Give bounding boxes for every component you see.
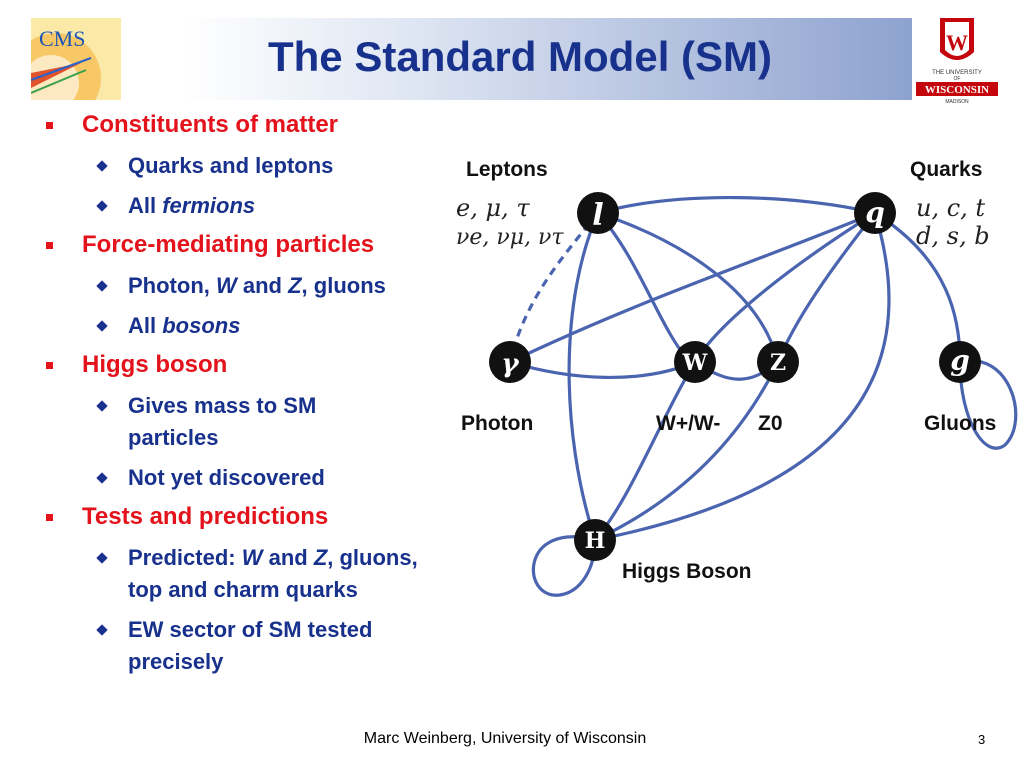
line-q-h <box>594 212 891 542</box>
line-l-w <box>596 211 692 364</box>
svg-text:g: g <box>950 344 970 377</box>
subbullet-quarks-leptons: Quarks and leptons <box>40 150 460 182</box>
bullet-marker <box>46 362 53 369</box>
svg-text:q: q <box>865 196 885 229</box>
svg-text:H: H <box>585 528 606 554</box>
bullet-higgs-boson: Higgs boson <box>40 350 460 380</box>
line-l-h <box>567 212 600 541</box>
subbullet-predicted: Predicted: W and Z, gluons, top and char… <box>40 542 428 606</box>
cms-logo: CMS <box>31 18 121 100</box>
uw-crest-letter: W <box>946 30 968 55</box>
z-boson-label: Z0 <box>758 412 783 435</box>
diamond-marker <box>96 400 108 412</box>
uw-logo-line3: WISCONSIN <box>925 84 989 96</box>
subbullet-italic: W <box>215 273 237 298</box>
svg-text:l: l <box>592 198 603 233</box>
line-z-h <box>594 361 780 542</box>
bullet-text: Tests and predictions <box>82 503 329 530</box>
quark-symbols-row1: u, c, t <box>916 194 985 222</box>
lepton-symbols-row2: νe, νμ, ντ <box>456 225 564 250</box>
page-title: The Standard Model (SM) <box>268 33 772 80</box>
subbullet-text: and <box>262 545 314 570</box>
uw-logo: W THE UNIVERSITY OF WISCONSIN MADISON <box>916 18 998 105</box>
uw-logo-line1: THE UNIVERSITY <box>932 70 982 76</box>
bullet-text: Force-mediating particles <box>82 231 375 258</box>
node-higgs: H <box>574 519 616 561</box>
subbullet-text: All <box>128 193 163 218</box>
subbullet-text: , gluons, top and charm quarks <box>128 545 418 602</box>
line-l-gamma-dashed <box>508 211 600 363</box>
line-q-z <box>776 212 877 363</box>
bullet-text: Constituents of matter <box>82 111 339 138</box>
node-gluon: g <box>939 341 981 383</box>
subbullet-text: EW sector of SM tested precisely <box>128 617 373 674</box>
subbullet-text: Gives mass to SM particles <box>128 393 317 450</box>
subbullet-italic: W <box>241 545 263 570</box>
uw-logo-line2: OF <box>954 76 961 82</box>
subbullet-gives-mass: Gives mass to SM particles <box>40 390 378 454</box>
subbullet-text: All <box>128 313 163 338</box>
line-gamma-w <box>509 360 696 379</box>
subbullet-text: Not yet discovered <box>128 465 325 490</box>
particle-interaction-diagram: Leptons Quarks e, μ, τ νe, νμ, ντ u, c, … <box>456 158 1018 597</box>
line-g-self-loop <box>958 359 1018 450</box>
cms-logo-text: CMS <box>39 26 85 51</box>
subbullet-not-discovered: Not yet discovered <box>40 462 460 494</box>
subbullet-text: Photon, <box>128 273 216 298</box>
node-quark: q <box>854 192 896 234</box>
diamond-marker <box>96 320 108 332</box>
subbullet-text: , gluons <box>301 273 386 298</box>
diamond-marker <box>96 160 108 172</box>
subbullet-ew-sector: EW sector of SM tested precisely <box>40 614 448 678</box>
page-number: 3 <box>978 732 986 747</box>
line-l-q <box>597 195 876 215</box>
node-z-boson: Z <box>757 341 799 383</box>
bullet-marker <box>46 122 53 129</box>
footer-author: Marc Weinberg, University of Wisconsin <box>363 730 647 747</box>
subbullet-fermions: All fermions <box>40 190 460 222</box>
subbullet-italic: Z <box>288 273 302 298</box>
node-w-boson: W <box>674 341 716 383</box>
quarks-label: Quarks <box>910 158 982 181</box>
subbullet-italic: fermions <box>162 193 256 218</box>
bullet-text: Higgs boson <box>82 351 228 378</box>
bullet-marker <box>46 514 53 521</box>
svg-text:Z: Z <box>770 350 786 376</box>
line-q-w <box>693 211 876 363</box>
photon-label: Photon <box>461 412 533 435</box>
diamond-marker <box>96 280 108 292</box>
subbullet-text: Quarks and leptons <box>128 153 334 178</box>
quark-symbols-row2: d, s, b <box>916 222 990 250</box>
subbullet-italic: Z <box>313 545 328 570</box>
lepton-symbols-row1: e, μ, τ <box>456 194 530 222</box>
svg-text:W: W <box>682 350 708 376</box>
subbullet-bosons: All bosons <box>40 310 460 342</box>
line-q-gamma <box>509 211 876 364</box>
subbullet-text: Predicted: <box>128 545 242 570</box>
line-h-self-loop <box>531 535 597 597</box>
bullet-list: Constituents of matter Quarks and lepton… <box>40 110 460 686</box>
leptons-label: Leptons <box>466 158 548 181</box>
bullet-force-mediating: Force-mediating particles <box>40 230 460 260</box>
bullet-marker <box>46 242 53 249</box>
bullet-constituents: Constituents of matter <box>40 110 460 140</box>
node-lepton: l <box>577 192 619 234</box>
higgs-boson-label: Higgs Boson <box>622 560 752 583</box>
title-banner <box>0 18 912 100</box>
node-photon: γ <box>489 341 531 383</box>
svg-text:γ: γ <box>501 349 520 379</box>
subbullet-photon-w-z: Photon, W and Z, gluons <box>40 270 460 302</box>
diamond-marker <box>96 472 108 484</box>
gluons-label: Gluons <box>924 412 996 435</box>
bullet-tests-predictions: Tests and predictions <box>40 502 460 532</box>
uw-logo-line4: MADISON <box>945 99 969 105</box>
w-boson-label: W+/W- <box>656 412 720 435</box>
diamond-marker <box>96 200 108 212</box>
subbullet-italic: bosons <box>162 313 241 338</box>
line-l-z <box>597 211 780 363</box>
interaction-lines <box>508 195 1018 597</box>
diamond-marker <box>96 552 108 564</box>
subbullet-text: and <box>236 273 289 298</box>
diamond-marker <box>96 624 108 636</box>
